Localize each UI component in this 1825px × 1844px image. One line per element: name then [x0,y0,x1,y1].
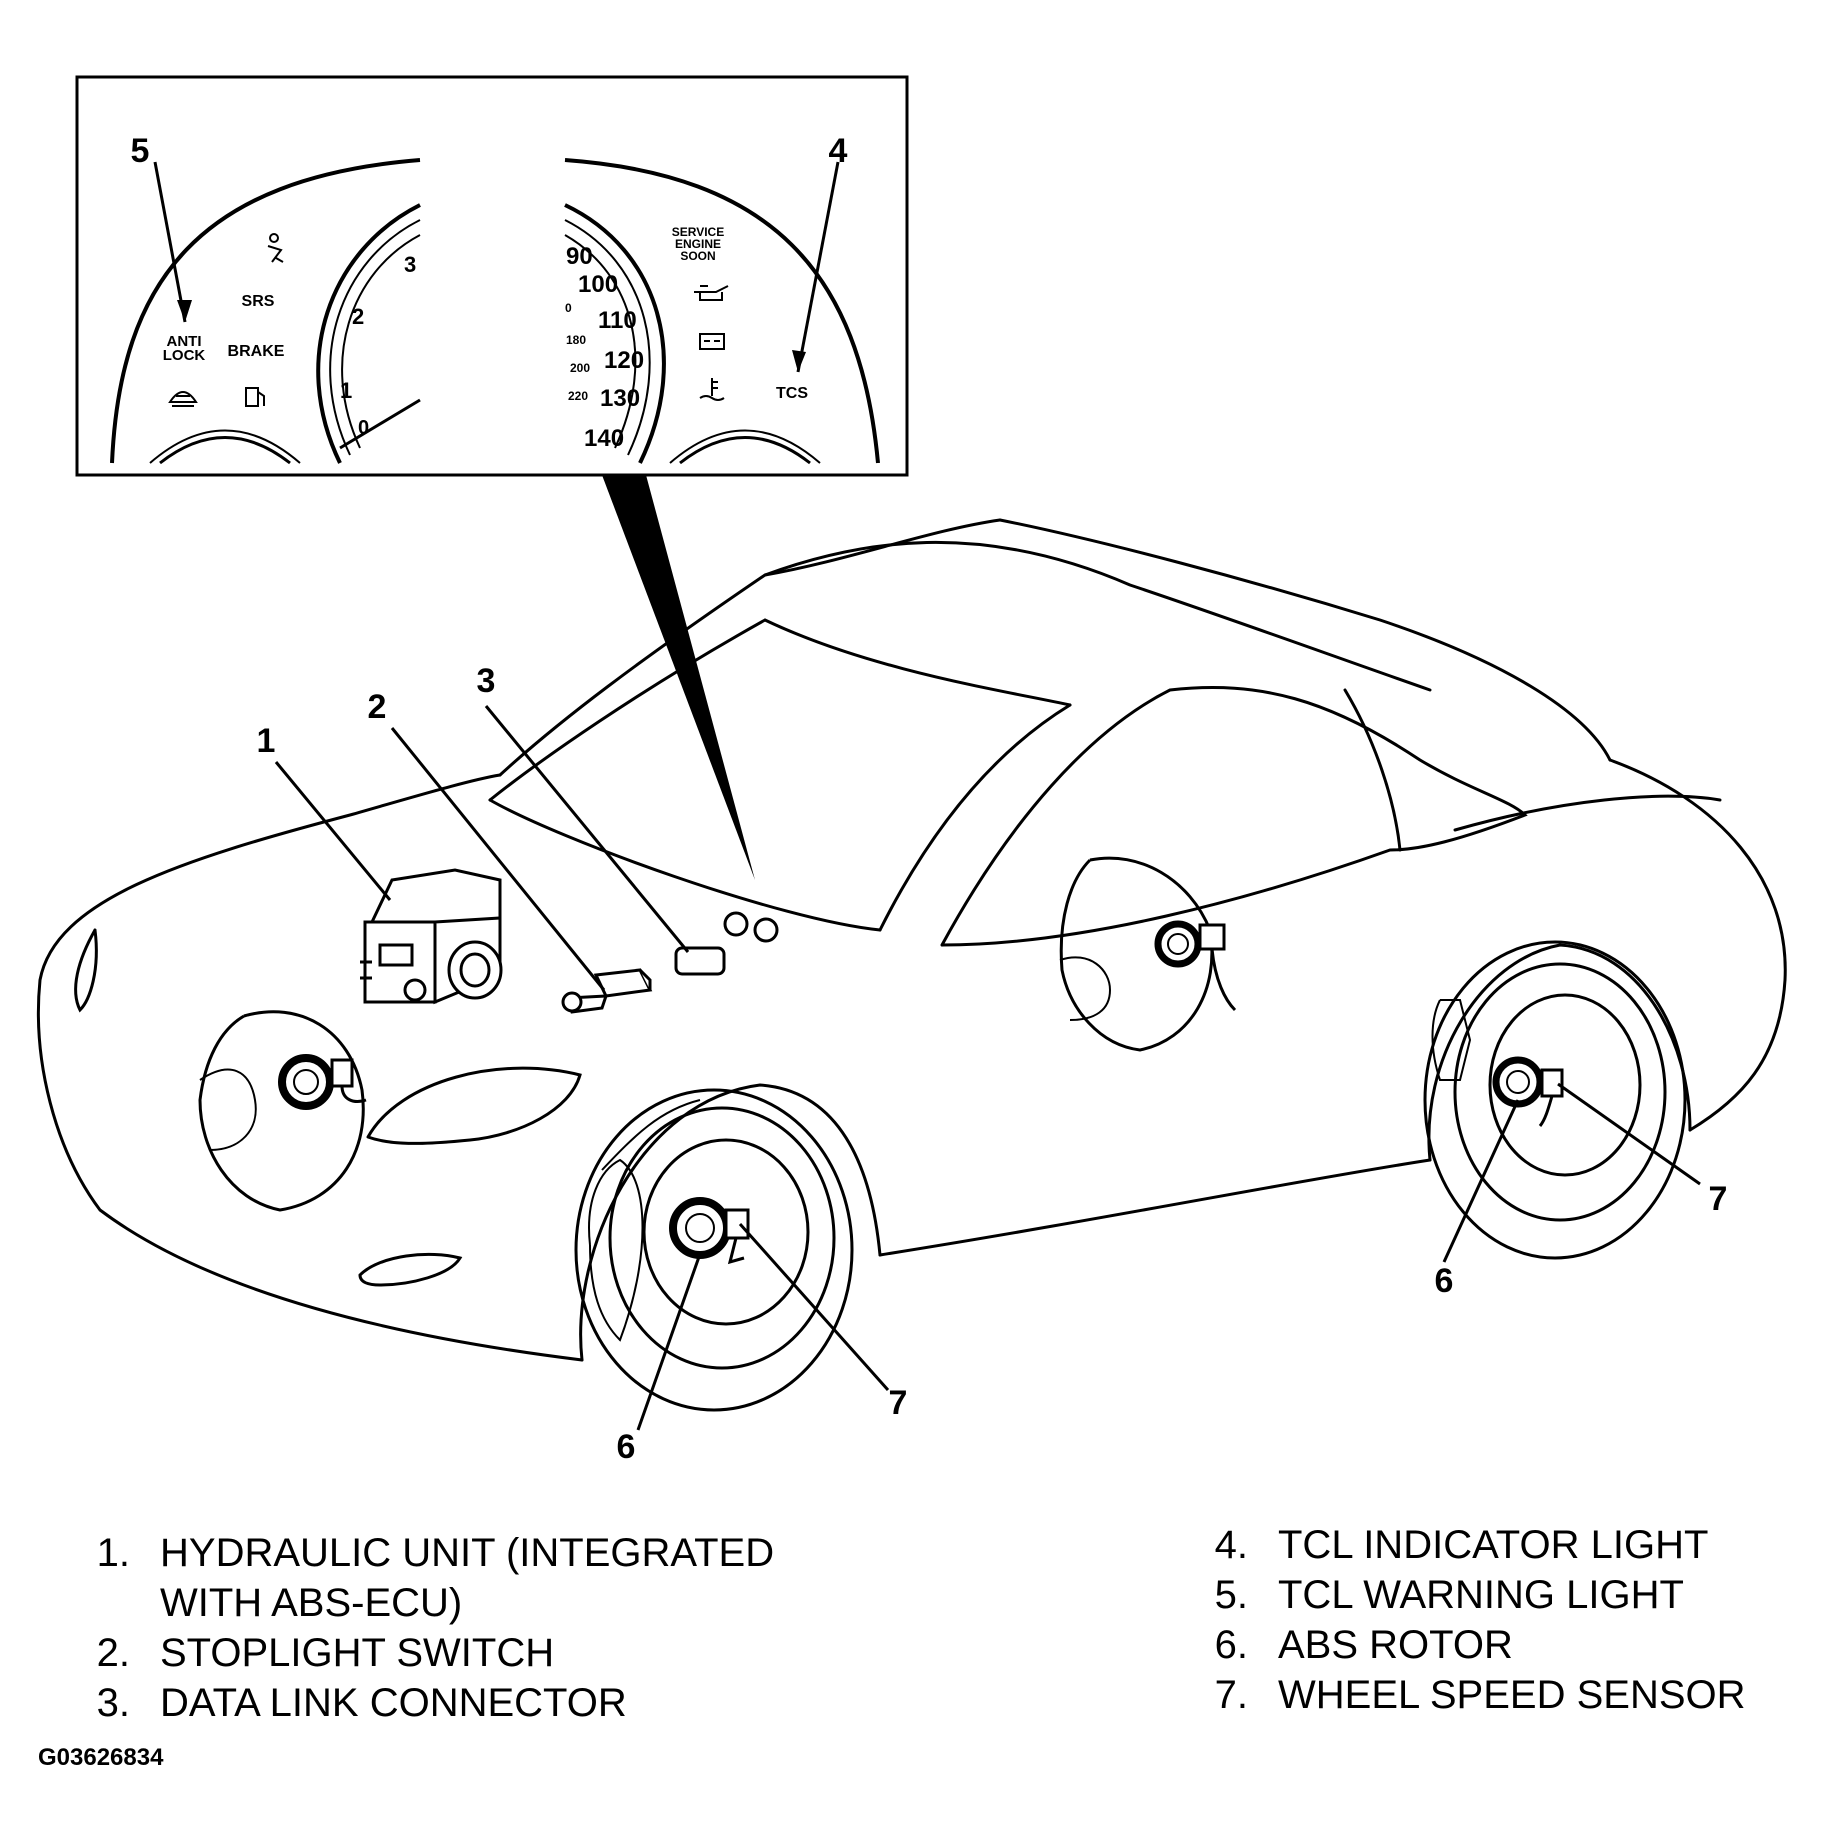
rear-left-abs-rotor [1154,920,1202,968]
callout-leaders [274,705,1701,1431]
legend-item: 7. WHEEL SPEED SENSOR [1178,1670,1746,1720]
mph-tick-label: 120 [604,347,644,374]
service-engine-soon-line3: SOON [680,249,715,263]
front-wheel [574,1088,854,1412]
legend-item: 2. STOPLIGHT SWITCH [60,1628,774,1678]
rear-abs-rotor [1492,1056,1544,1108]
kmh-tick-label: 0 [565,301,572,315]
tach-tick-label: 0 [358,417,369,439]
legend-number: 1. [96,1531,130,1575]
rear-left-brake [1059,856,1214,1052]
instrument-cluster-inset: 5 4 ANTI LOCK SRS BRAKE TCS SERVICE ENGI… [75,75,909,477]
front-left-wheel-speed-sensor [330,1058,367,1103]
mph-tick-label: 110 [598,307,637,334]
legend-label: WHEEL SPEED SENSOR [1278,1673,1746,1717]
car-outline [36,518,1787,1362]
service-engine-soon-line2: ENGINE [675,237,721,251]
callout-rear-wheel-speed-sensor: 7 [1709,1180,1728,1218]
coolant-temp-icon [699,378,725,401]
oil-pressure-icon [694,285,729,301]
callout-stoplight-switch: 2 [368,688,387,726]
front-left-abs-rotor [278,1054,334,1110]
legend-label: HYDRAULIC UNIT (INTEGRATED WITH ABS-ECU) [160,1531,775,1625]
mph-tick-label: 90 [566,243,593,270]
legend-number: 6. [1214,1623,1248,1667]
kmh-tick-label: 180 [566,333,586,347]
data-link-connector [674,946,726,976]
figure-id: G03626834 [38,1744,164,1771]
legend-label: TCL WARNING LIGHT [1278,1573,1684,1617]
mph-tick-label: 130 [600,385,640,412]
tach-tick-label: 2 [352,304,364,329]
callout-hydraulic-unit: 1 [257,722,276,760]
legend-label: DATA LINK CONNECTOR [160,1681,627,1725]
dash-knob [723,911,749,937]
legend-number: 4. [1214,1523,1248,1567]
legend-label: STOPLIGHT SWITCH [160,1631,555,1675]
fuel-pump-icon [245,387,265,407]
legend-label: TCL INDICATOR LIGHT [1278,1523,1709,1567]
legend-item: 1. HYDRAULIC UNIT (INTEGRATED WITH ABS-E… [60,1528,774,1628]
legend-number: 5. [1214,1573,1248,1617]
legend-right: 4. TCL INDICATOR LIGHT 5. TCL WARNING LI… [1178,1520,1746,1720]
mph-tick-label: 100 [578,271,618,298]
anti-lock-label-line1: ANTI [167,333,202,350]
callout-tcl-warning: 5 [131,132,150,170]
service-engine-soon-line1: SERVICE [672,225,724,239]
tach-tick-label: 1 [340,378,352,403]
legend-label: ABS ROTOR [1278,1623,1513,1667]
legend-item: 3. DATA LINK CONNECTOR [60,1678,774,1728]
rear-left-wheel-speed-sensor [1198,923,1237,1012]
tach-tick-label: 3 [404,252,416,277]
kmh-tick-label: 220 [568,389,588,403]
srs-light-label: SRS [242,293,275,310]
washer-fluid-icon [168,391,198,407]
front-abs-rotor [669,1197,731,1259]
kmh-tick-label: 200 [570,361,590,375]
legend-item: 4. TCL INDICATOR LIGHT [1178,1520,1746,1570]
callout-front-wheel-speed-sensor: 7 [889,1384,908,1422]
legend-number: 7. [1214,1673,1248,1717]
legend-number: 3. [96,1681,130,1725]
mph-tick-label: 140 [584,425,624,452]
dash-knob [753,917,779,943]
front-wheel-speed-sensor [724,1208,750,1265]
callout-rear-abs-rotor: 6 [1435,1262,1454,1300]
battery-icon [699,333,725,350]
inset-pointer [602,475,755,880]
rear-wheel [1423,940,1687,1260]
legend-item: 6. ABS ROTOR [1178,1620,1746,1670]
brake-light-label: BRAKE [228,343,285,360]
front-left-brake [198,1010,365,1212]
seatbelt-icon [267,233,284,263]
legend-left: 1. HYDRAULIC UNIT (INTEGRATED WITH ABS-E… [60,1528,774,1728]
stoplight-switch [561,968,653,1014]
hydraulic-unit [360,868,503,1005]
callout-front-abs-rotor: 6 [617,1428,636,1466]
callout-tcl-indicator: 4 [829,132,848,170]
anti-lock-label-line2: LOCK [163,347,206,364]
tcs-light-label: TCS [776,385,808,402]
legend-number: 2. [96,1631,130,1675]
callout-data-link-connector: 3 [477,662,496,700]
legend-item: 5. TCL WARNING LIGHT [1178,1570,1746,1620]
rear-wheel-speed-sensor [1538,1068,1564,1127]
